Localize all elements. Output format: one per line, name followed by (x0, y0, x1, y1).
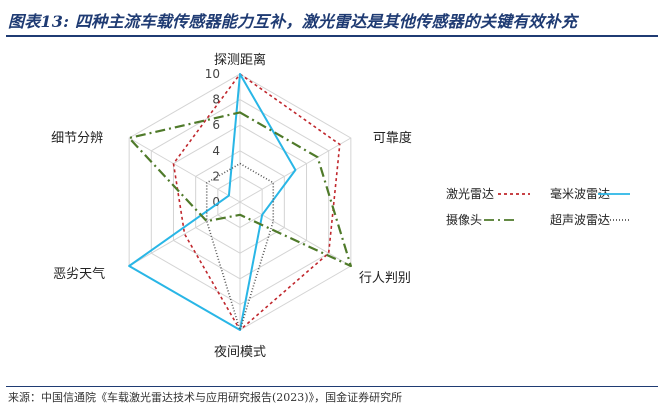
legend-label: 超声波雷达 (550, 212, 610, 227)
axis-label: 可靠度 (373, 130, 412, 146)
tick-label: 10 (205, 67, 220, 81)
tick-label: 2 (212, 169, 220, 183)
legend-label: 摄像头 (446, 212, 482, 227)
title-divider (6, 35, 658, 37)
tick-label: 0 (212, 195, 220, 209)
axis-label: 细节分辨 (51, 131, 103, 146)
series-line-2 (128, 73, 297, 331)
legend-label: 毫米波雷达 (550, 186, 610, 201)
series-line-1 (172, 73, 341, 331)
tick-label: 4 (212, 144, 220, 158)
tick-label: 6 (212, 118, 220, 132)
axis-label: 夜间模式 (214, 345, 266, 360)
series-line-3 (128, 111, 352, 268)
axis-label: 行人判别 (359, 271, 411, 286)
tick-label: 8 (212, 93, 220, 107)
source-note: 来源：中国信通院《车载激光雷达技术与应用研究报告(2023)》，国金证券研究所 (8, 391, 403, 404)
grid-spoke (239, 201, 352, 267)
axis-label: 探测距离 (214, 52, 266, 68)
axis-label: 恶劣天气 (53, 266, 105, 282)
grid-spoke (128, 137, 241, 203)
series-line-4 (205, 162, 275, 331)
legend-label: 激光雷达 (446, 187, 494, 201)
chart-title: 图表13: 四种主流车载传感器能力互补，激光雷达是其他传感器的关键有效补充 (8, 12, 578, 31)
source-divider (6, 386, 658, 387)
grid-spoke (128, 201, 241, 267)
